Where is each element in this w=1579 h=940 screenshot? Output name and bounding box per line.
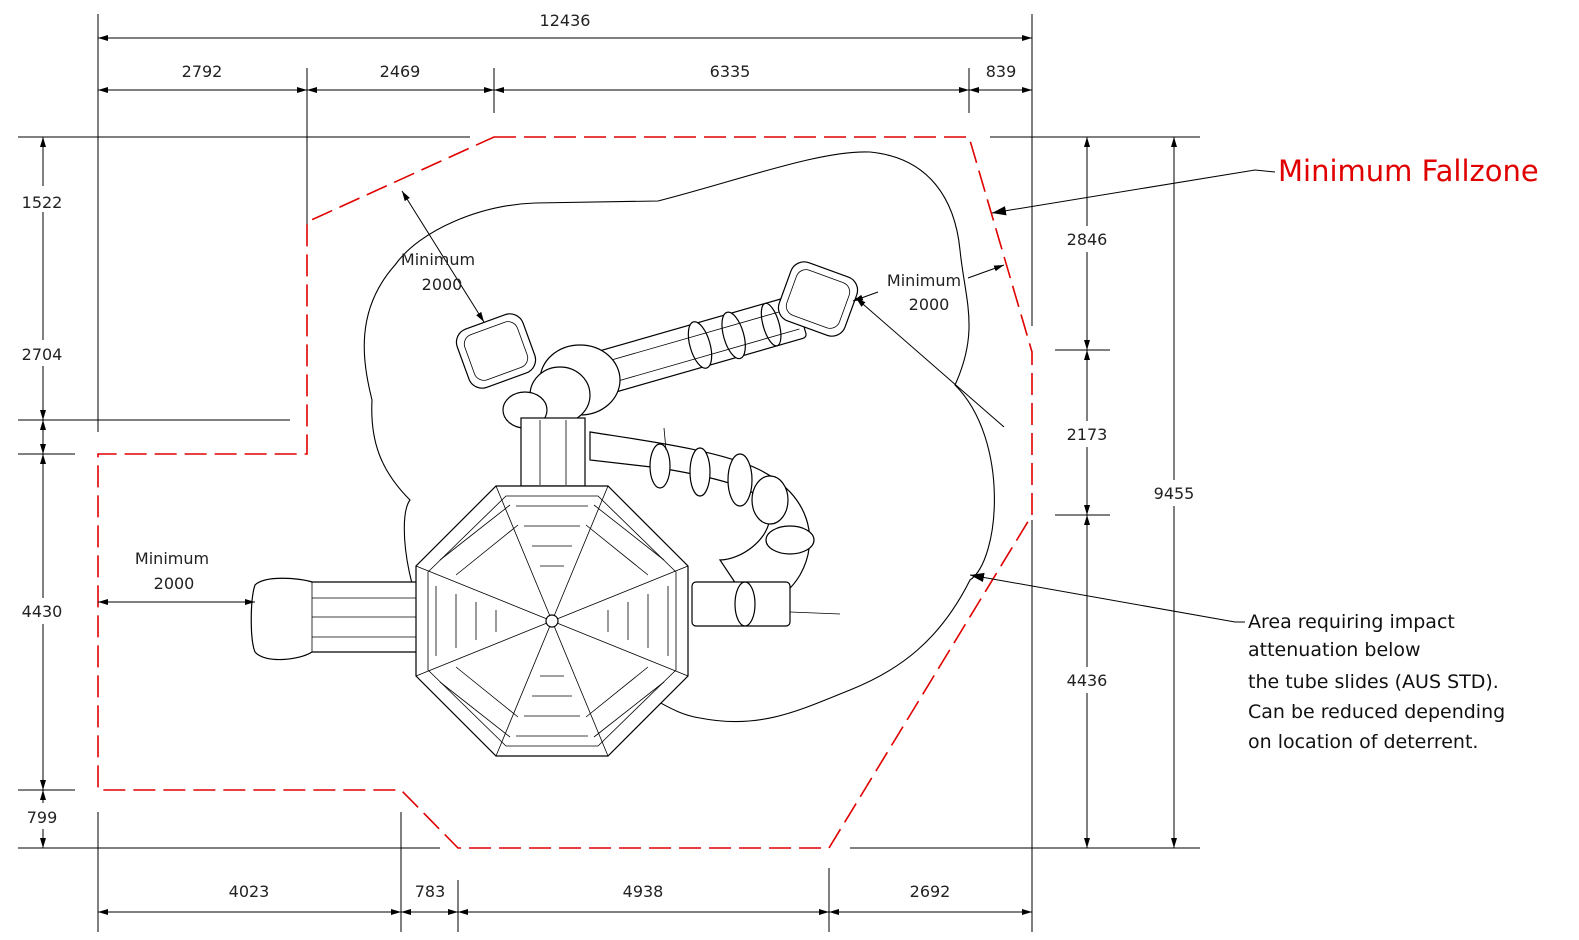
min-top-line1: Minimum xyxy=(401,250,475,269)
dim-right-seg-3: 4436 xyxy=(1067,671,1108,690)
fallzone-label: Minimum Fallzone xyxy=(1278,154,1539,188)
dim-bottom-seg-3: 4938 xyxy=(623,882,664,901)
extension-lines xyxy=(18,14,1200,932)
dim-right-overall: 9455 xyxy=(1154,484,1195,503)
min-top-line2: 2000 xyxy=(422,275,463,294)
left-flat-slide xyxy=(250,577,421,661)
minimum-clearance-annotations: Minimum 2000 Minimum 2000 Minimum 2000 xyxy=(98,190,1005,605)
impact-area-callout: Area requiring impact attenuation below … xyxy=(969,572,1505,753)
impact-attenuation-area xyxy=(363,151,995,723)
impact-note-line-5: on location of deterrent. xyxy=(1248,731,1478,753)
slide-hood-left xyxy=(455,313,537,389)
min-left-line2: 2000 xyxy=(154,574,195,593)
dim-top-seg-4: 839 xyxy=(986,62,1017,81)
dim-top-seg-3: 6335 xyxy=(710,62,751,81)
impact-note-line-3: the tube slides (AUS STD). xyxy=(1248,671,1499,693)
dim-left-seg-1: 1522 xyxy=(22,193,63,212)
dim-bottom-seg-2: 783 xyxy=(415,882,446,901)
min-right-line1: Minimum xyxy=(887,271,961,290)
min-left-line1: Minimum xyxy=(135,549,209,568)
left-dimensions: 1522 2704 4430 799 xyxy=(18,137,66,848)
dim-top-seg-1: 2792 xyxy=(182,62,223,81)
dim-top-seg-2: 2469 xyxy=(380,62,421,81)
right-dimensions: 2846 2173 4436 9455 xyxy=(1062,137,1200,848)
impact-note-line-2: attenuation below xyxy=(1248,639,1421,661)
dim-left-seg-4: 799 xyxy=(27,808,58,827)
bottom-dimensions: 4023 783 4938 2692 xyxy=(98,882,1032,915)
minimum-fallzone-boundary xyxy=(97,136,1033,849)
spiral-tube-slide xyxy=(589,427,841,627)
dim-top-overall: 12436 xyxy=(540,11,591,30)
impact-note-line-1: Area requiring impact xyxy=(1248,611,1455,633)
dim-right-seg-1: 2846 xyxy=(1067,230,1108,249)
vertical-tube xyxy=(520,417,586,487)
dim-left-seg-3: 4430 xyxy=(22,602,63,621)
octagonal-roof xyxy=(415,485,689,757)
impact-note-line-4: Can be reduced depending xyxy=(1248,701,1505,723)
fallzone-callout: Minimum Fallzone xyxy=(991,154,1539,216)
dim-bottom-seg-4: 2692 xyxy=(910,882,951,901)
play-equipment xyxy=(250,261,859,757)
dim-bottom-seg-1: 4023 xyxy=(229,882,270,901)
dim-left-seg-2: 2704 xyxy=(22,345,63,364)
upper-tube-slide xyxy=(574,295,807,401)
min-right-line2: 2000 xyxy=(909,295,950,314)
dim-right-seg-2: 2173 xyxy=(1067,425,1108,444)
top-dimensions: 12436 2792 2469 6335 839 xyxy=(98,11,1032,93)
